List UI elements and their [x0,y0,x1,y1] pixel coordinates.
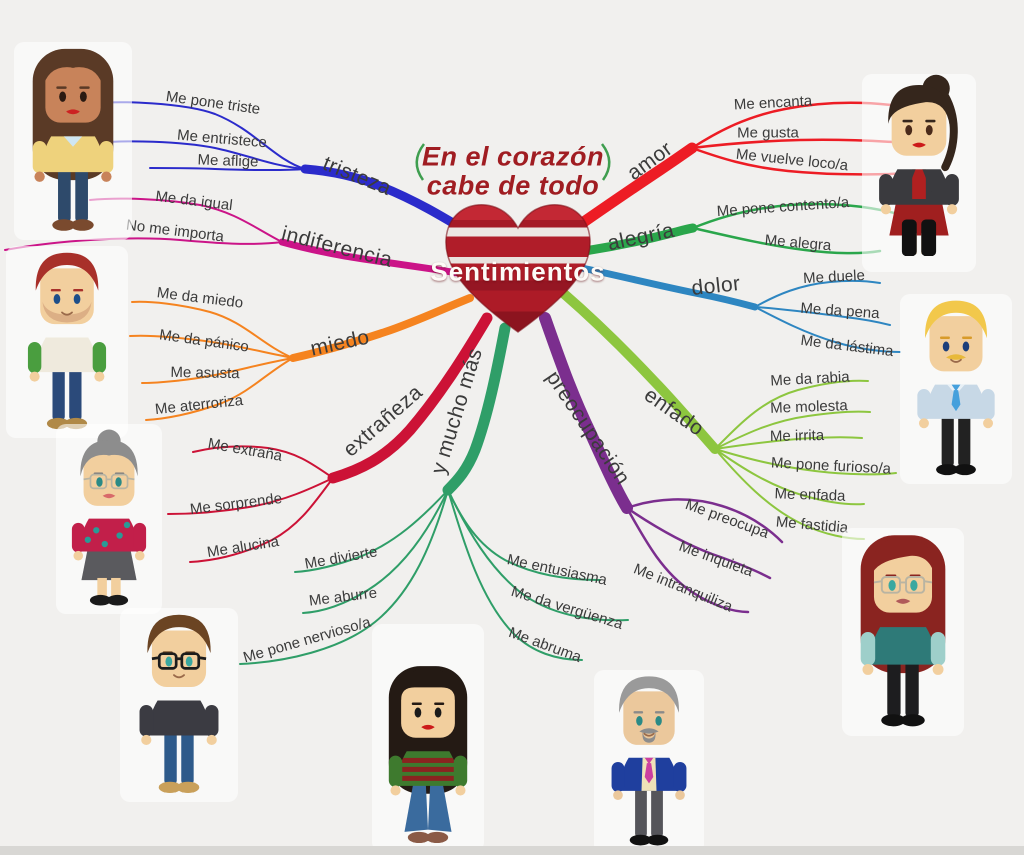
branch-dolor-main [578,264,759,311]
sub-label-dolor-0: Me duele [802,266,866,288]
branch-enfado [557,287,897,540]
branch-enfado-sub-4 [714,448,865,506]
branch-label-dolor: dolor [690,271,742,301]
character-grandmother [56,424,162,614]
sub-label-enfado-4: Me enfada [774,485,846,505]
branch-dolor-sub-2 [754,306,901,353]
character-woman-red-hair-glasses [842,528,964,736]
branch-y-mucho-mas [239,322,629,665]
character-woman-ponytail-figure [879,74,959,257]
branch-miedo-main [289,294,474,362]
branch-y-mucho-mas-sub-0 [294,489,449,573]
heart-image [445,204,591,333]
right-paren-decoration [600,143,611,181]
character-man-glasses-figure [139,614,219,793]
character-woman-curly-hair-figure [32,48,114,231]
character-girl-striped-shirt [372,624,484,852]
branch-y-mucho-mas-sub-2 [239,489,449,665]
branch-indiferencia-sub-1 [4,237,283,251]
branch-extraneza-sub-1 [167,477,334,515]
bottom-strip [0,846,1024,855]
branch-indiferencia-main [278,238,474,279]
sub-label-amor-1: Me gusta [737,124,799,142]
branch-extraneza-sub-0 [192,445,334,479]
branch-enfado-sub-3 [714,448,897,476]
branch-extraneza-sub-2 [189,477,334,563]
branch-alegria-sub-1 [691,226,882,255]
sub-label-tristeza-2: Me aflige [197,151,259,171]
branch-preocupacion-sub-1 [625,506,772,580]
branch-preocupacion-sub-0 [625,498,784,544]
branch-preocupacion [539,312,784,614]
character-man-blond-tie-figure [917,300,995,476]
sub-label-miedo-2: Me asusta [170,363,240,383]
character-man-blue-suit [594,670,704,854]
branch-preocupacion-main [539,312,633,514]
title-line-2: cabe de todo [426,170,600,201]
branch-enfado-sub-0 [714,379,869,450]
branch-extraneza [167,312,493,563]
branch-enfado-sub-2 [714,436,863,450]
character-man-blue-suit-figure [611,676,687,846]
branch-y-mucho-mas-sub-1 [302,489,449,614]
branch-miedo [129,294,474,421]
branch-miedo-sub-1 [129,334,294,359]
character-man-red-hair-figure [27,252,107,430]
branch-tristeza [87,101,483,243]
branch-tristeza-main [300,164,483,243]
branch-miedo-sub-2 [141,357,294,384]
title-line-1: En el corazón [421,141,605,172]
sub-label-enfado-2: Me irrita [769,427,825,445]
branch-y-mucho-mas-sub-4 [447,489,629,622]
sub-label-enfado-1: Me molesta [769,397,849,417]
branch-dolor-sub-0 [754,279,881,308]
character-grandmother-figure [71,429,147,606]
branch-miedo-sub-3 [145,357,294,421]
branch-y-mucho-mas-sub-5 [447,489,583,661]
character-man-glasses [120,608,238,802]
character-woman-ponytail [862,74,976,272]
branch-dolor-sub-1 [754,306,891,326]
sub-label-amor-0: Me encanta [733,92,813,114]
sub-label-enfado-0: Me da rabia [770,368,850,390]
branch-preocupacion-sub-2 [625,506,750,614]
branch-enfado-main [557,287,720,454]
character-girl-striped-shirt-figure [388,666,468,844]
character-woman-red-hair-glasses-figure [860,535,946,727]
branch-alegria-main [573,223,698,257]
branch-y-mucho-mas-main [442,322,511,496]
branch-amor-main [559,142,698,241]
character-man-red-hair [6,246,128,438]
branch-dolor [578,264,901,353]
branch-enfado-sub-1 [714,410,871,450]
branch-miedo-sub-0 [131,300,294,359]
heart-label: Sentimientos [430,256,606,287]
left-paren-decoration [415,143,426,181]
branch-extraneza-main [327,312,493,484]
character-man-blond-tie [900,294,1012,484]
character-woman-curly-hair [14,42,132,240]
branch-tristeza-sub-2 [149,167,306,172]
